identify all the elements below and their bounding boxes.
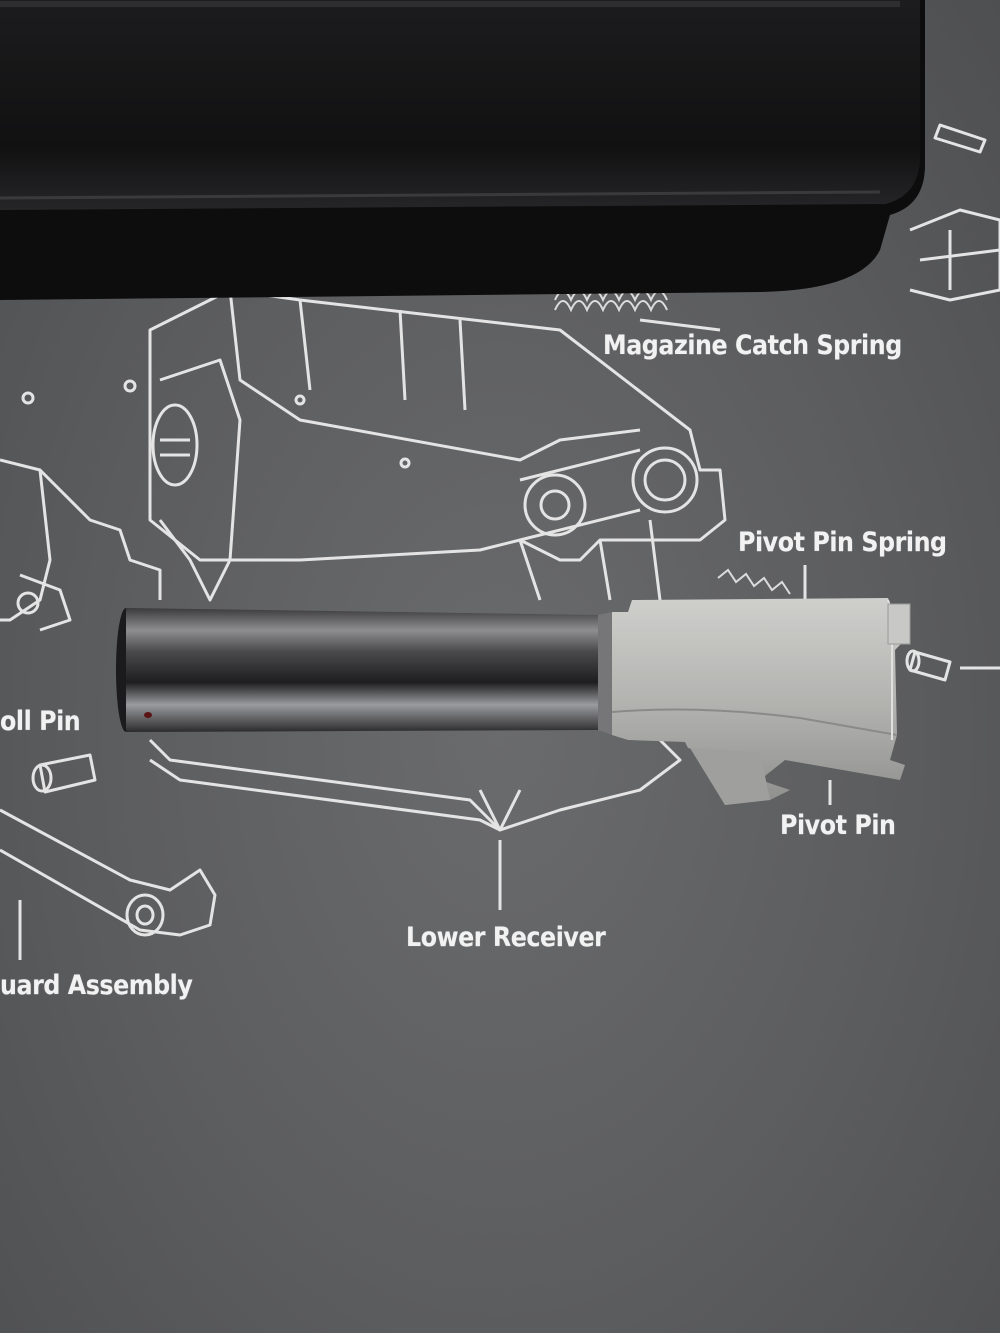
label-magazine-catch-spring: Magazine Catch Spring — [603, 330, 902, 361]
lower-receiver-drawing — [0, 123, 1000, 960]
label-pivot-pin: Pivot Pin — [780, 810, 896, 841]
black-case — [0, 0, 925, 300]
label-guard-assembly: uard Assembly — [0, 970, 193, 1001]
label-pivot-pin-spring: Pivot Pin Spring — [738, 527, 947, 558]
label-lower-receiver: Lower Receiver — [406, 922, 606, 953]
pivot-pin-spring-drawing — [717, 568, 791, 595]
pistol-barrel — [116, 598, 911, 805]
label-roll-pin: oll Pin — [0, 706, 81, 737]
